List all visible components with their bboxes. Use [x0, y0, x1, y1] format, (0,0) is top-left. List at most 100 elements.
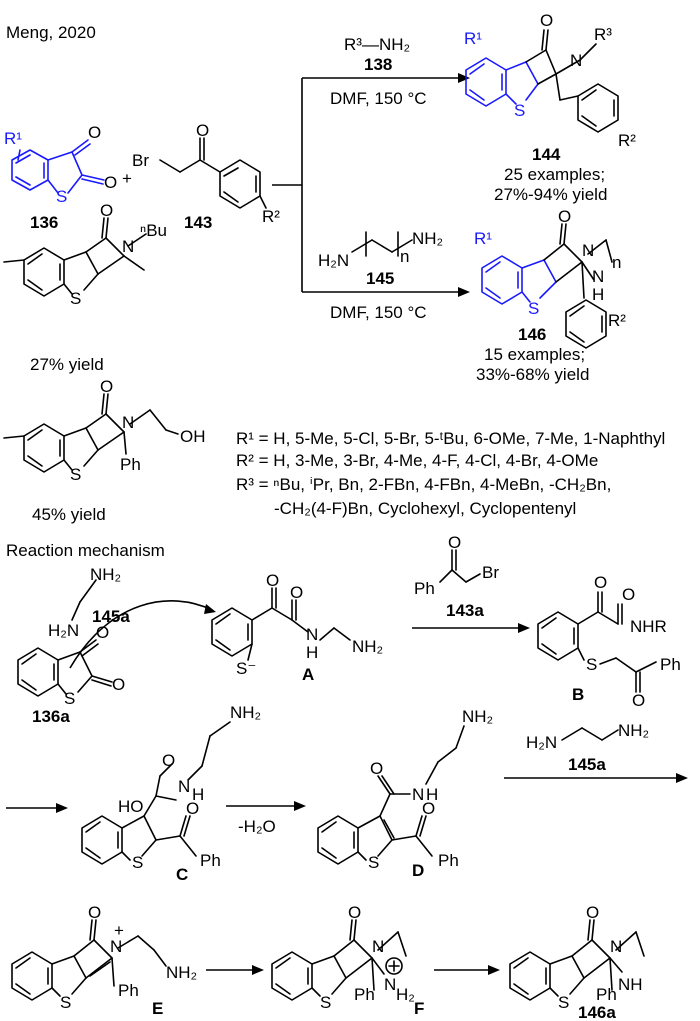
plus-sign: + [122, 169, 132, 188]
o-label: O [370, 759, 383, 778]
o-label: O [88, 123, 101, 142]
compound-144-structure [465, 29, 619, 133]
s-label: S [56, 187, 67, 206]
conditions-top: DMF, 150 °C [330, 89, 427, 108]
compound-143-structure [159, 137, 267, 209]
n-label: N [372, 937, 384, 956]
o-label: O [186, 799, 199, 818]
compound-label-145a: 145a [568, 755, 606, 774]
h-label: H [192, 785, 204, 804]
r1-label: R¹ [4, 129, 22, 148]
n-label: N [582, 241, 594, 260]
nh2-label: NH₂ [618, 721, 649, 740]
n-label: N [110, 937, 122, 956]
compound-145-structure [351, 231, 413, 257]
br-label: Br [132, 151, 149, 170]
o-label: O [622, 585, 635, 604]
h2n-label: H₂N [318, 251, 349, 270]
nh-label: NH [618, 975, 643, 994]
o-label: O [266, 571, 279, 590]
compound-label-145: 145 [366, 269, 394, 288]
ph-label: Ph [120, 455, 141, 474]
compound-146-structure [481, 223, 613, 349]
r2-label: R² [262, 207, 280, 226]
o-label: O [196, 121, 209, 140]
intermediate-label-C: C [176, 865, 188, 884]
intermediate-D-structure [317, 725, 465, 865]
compound-label-146a: 146a [578, 1003, 616, 1021]
s-label: S [514, 101, 525, 120]
br-label: Br [482, 563, 499, 582]
intermediate-B-structure [537, 591, 657, 693]
h-label: H [306, 643, 318, 662]
o-label: O [632, 691, 645, 710]
compound-label-136a: 136a [32, 707, 70, 726]
ho-label: HO [118, 797, 144, 816]
o-label: O [100, 377, 113, 396]
o-label: O [594, 573, 607, 592]
n-label: N [570, 51, 582, 70]
n-subscript: n [612, 253, 621, 272]
nh-label: N [592, 267, 604, 286]
example-1-yield: 27% yield [30, 355, 104, 374]
compound-145a-reagent-structure [561, 727, 619, 741]
conditions-bottom: DMF, 150 °C [330, 303, 427, 322]
compound-label-143a: 143a [446, 601, 484, 620]
intermediate-label-D: D [412, 861, 424, 880]
compound-146a-structure [509, 919, 645, 1001]
h2-label: H₂ [396, 985, 415, 1004]
o-label: O [100, 201, 113, 220]
ph-label: Ph [414, 579, 435, 598]
ph-label: Ph [200, 851, 221, 870]
yield-144-range: 27%-94% yield [494, 185, 607, 204]
citation: Meng, 2020 [6, 23, 96, 42]
example-2-yield: 45% yield [32, 505, 106, 524]
nh2-label: NH₂ [412, 229, 443, 248]
o-label: O [348, 903, 361, 922]
nh2-label: NH₂ [462, 707, 493, 726]
intermediate-C-structure [81, 721, 231, 865]
ph-label: Ph [660, 655, 681, 674]
s-label: S [132, 853, 143, 872]
nh2-label: NH₂ [230, 703, 261, 722]
nhr-label: NHR [630, 617, 667, 636]
nh2-label: NH₂ [166, 963, 197, 982]
r3-label: R³ [594, 25, 612, 44]
compound-label-146: 146 [518, 325, 546, 344]
plus-charge: + [114, 921, 124, 940]
o-label: O [422, 799, 435, 818]
example-2-structure [3, 393, 179, 473]
s-label: S [558, 993, 569, 1012]
o-label: O [112, 675, 125, 694]
s-label: S [586, 655, 597, 674]
intermediate-A-structure [211, 587, 351, 661]
ph-label: Ph [596, 985, 617, 1004]
o-label: O [558, 207, 571, 226]
o-label: O [448, 533, 461, 552]
n-label: N [122, 413, 134, 432]
n-label: N [122, 237, 134, 256]
s-label: S [320, 993, 331, 1012]
r1-label: R¹ [474, 229, 492, 248]
r1-definition: R¹ = H, 5-Me, 5-Cl, 5-Br, 5-ᵗBu, 6-OMe, … [236, 429, 665, 448]
s-label: S [528, 299, 539, 318]
compound-136a-structure [17, 639, 113, 697]
r3-definition-line1: R³ = ⁿBu, ⁱPr, Bn, 2-FBn, 4-FBn, 4-MeBn,… [236, 475, 611, 494]
r2-label: R² [608, 311, 626, 330]
s-minus-label: S⁻ [236, 659, 256, 678]
n-label: N [610, 937, 622, 956]
compound-label-143: 143 [184, 213, 212, 232]
mechanism-title: Reaction mechanism [6, 541, 165, 560]
o-label: O [290, 583, 303, 602]
o-label: O [586, 903, 599, 922]
o-label: O [104, 173, 117, 192]
yield-146-range: 33%-68% yield [476, 365, 589, 384]
n-label: N [412, 785, 424, 804]
r2-label: R² [618, 131, 636, 150]
n-label: N [306, 625, 318, 644]
r1-label: R¹ [464, 29, 482, 48]
nh2-label: NH₂ [90, 565, 121, 584]
h2n-label: H₂N [526, 733, 557, 752]
reagent-138: R³—NH₂ [344, 35, 410, 54]
